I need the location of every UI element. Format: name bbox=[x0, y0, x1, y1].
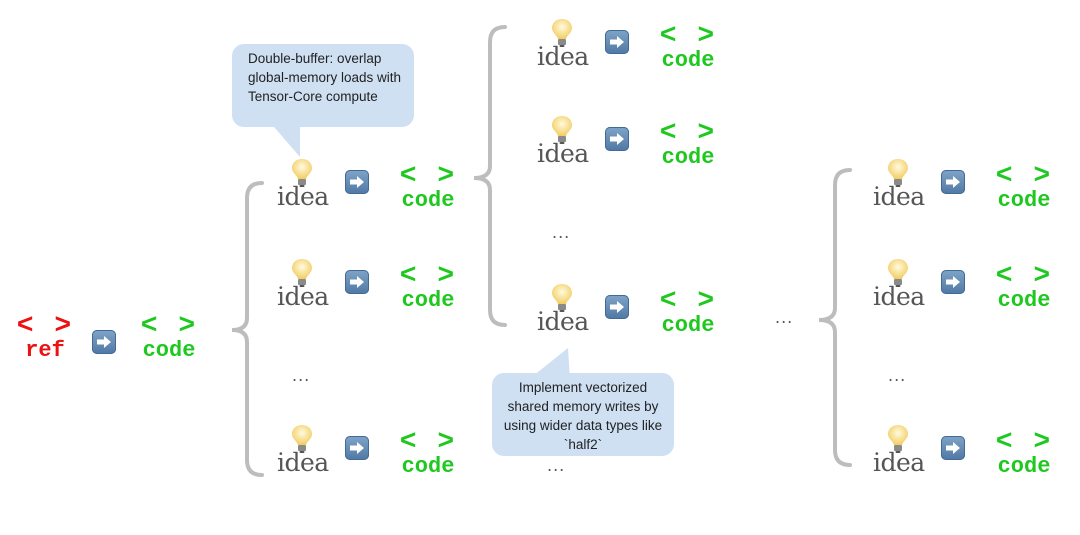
right-arrow-icon bbox=[941, 270, 965, 294]
brace-level-2 bbox=[473, 25, 507, 327]
right-arrow-icon bbox=[92, 330, 116, 354]
idea-label: idea bbox=[277, 182, 329, 211]
idea-label: idea bbox=[873, 182, 925, 211]
code-label: code bbox=[661, 313, 715, 338]
light-bulb-icon bbox=[888, 259, 908, 287]
right-arrow-icon bbox=[605, 30, 629, 54]
code-brackets: < > bbox=[995, 427, 1053, 458]
code-label: code bbox=[997, 188, 1051, 213]
right-arrow-icon bbox=[345, 170, 369, 194]
idea-label: idea bbox=[277, 282, 329, 311]
code-label: code bbox=[142, 338, 196, 363]
code-brackets: < > bbox=[399, 261, 457, 292]
idea-code-node: idea < > code bbox=[537, 115, 727, 175]
ellipsis: ... bbox=[775, 308, 794, 327]
idea-label: idea bbox=[537, 307, 589, 336]
code-block: < > code bbox=[653, 286, 723, 338]
code-label: code bbox=[401, 454, 455, 479]
right-arrow-icon bbox=[345, 436, 369, 460]
light-bulb-icon bbox=[552, 19, 572, 47]
code-brackets: < > bbox=[659, 118, 717, 149]
idea-label: idea bbox=[537, 42, 589, 71]
ref-label: ref bbox=[25, 338, 65, 363]
start-code-block: < > code bbox=[134, 311, 204, 363]
code-brackets: < > bbox=[399, 427, 457, 458]
code-block: < > code bbox=[393, 427, 463, 479]
ref-brackets: < > bbox=[16, 311, 74, 342]
light-bulb-icon bbox=[292, 425, 312, 453]
ellipsis: ... bbox=[292, 366, 311, 385]
code-block: < > code bbox=[989, 427, 1059, 479]
right-arrow-icon bbox=[941, 436, 965, 460]
code-brackets: < > bbox=[399, 161, 457, 192]
light-bulb-icon bbox=[292, 159, 312, 187]
light-bulb-icon bbox=[552, 284, 572, 312]
code-brackets: < > bbox=[140, 311, 198, 342]
callout-double-buffer: Double-buffer: overlap global-memory loa… bbox=[232, 44, 414, 127]
code-brackets: < > bbox=[995, 261, 1053, 292]
code-block: < > code bbox=[653, 118, 723, 170]
code-block: < > code bbox=[989, 161, 1059, 213]
code-label: code bbox=[401, 188, 455, 213]
idea-label: idea bbox=[277, 448, 329, 477]
code-block: < > code bbox=[393, 261, 463, 313]
light-bulb-icon bbox=[888, 425, 908, 453]
light-bulb-icon bbox=[552, 116, 572, 144]
code-label: code bbox=[997, 288, 1051, 313]
callout-2-tail bbox=[528, 348, 570, 380]
callout-1-tail bbox=[268, 120, 300, 157]
code-label: code bbox=[661, 48, 715, 73]
idea-code-node: idea < > code bbox=[537, 283, 727, 343]
idea-label: idea bbox=[873, 282, 925, 311]
callout-vectorized-writes: Implement vectorized shared memory write… bbox=[492, 373, 674, 456]
right-arrow-icon bbox=[941, 170, 965, 194]
code-label: code bbox=[661, 145, 715, 170]
ellipsis: ... bbox=[547, 456, 566, 475]
code-brackets: < > bbox=[995, 161, 1053, 192]
code-brackets: < > bbox=[659, 21, 717, 52]
idea-label: idea bbox=[537, 139, 589, 168]
light-bulb-icon bbox=[292, 259, 312, 287]
idea-code-node: idea < > code bbox=[277, 424, 467, 484]
code-label: code bbox=[401, 288, 455, 313]
code-block: < > code bbox=[393, 161, 463, 213]
right-arrow-icon bbox=[605, 127, 629, 151]
code-label: code bbox=[997, 454, 1051, 479]
idea-label: idea bbox=[873, 448, 925, 477]
light-bulb-icon bbox=[888, 159, 908, 187]
brace-level-1 bbox=[231, 181, 264, 477]
brace-level-3 bbox=[818, 168, 852, 467]
idea-code-node: idea < > code bbox=[873, 258, 1063, 318]
ellipsis: ... bbox=[888, 366, 907, 385]
code-block: < > code bbox=[653, 21, 723, 73]
ellipsis: ... bbox=[552, 223, 571, 242]
code-block: < > code bbox=[989, 261, 1059, 313]
idea-code-node: idea < > code bbox=[277, 158, 467, 218]
idea-code-node: idea < > code bbox=[537, 18, 727, 78]
ref-block: < > ref bbox=[12, 311, 78, 363]
idea-code-node: idea < > code bbox=[873, 158, 1063, 218]
code-brackets: < > bbox=[659, 286, 717, 317]
right-arrow-icon bbox=[345, 270, 369, 294]
right-arrow-icon bbox=[605, 295, 629, 319]
idea-code-node: idea < > code bbox=[873, 424, 1063, 484]
idea-code-node: idea < > code bbox=[277, 258, 467, 318]
